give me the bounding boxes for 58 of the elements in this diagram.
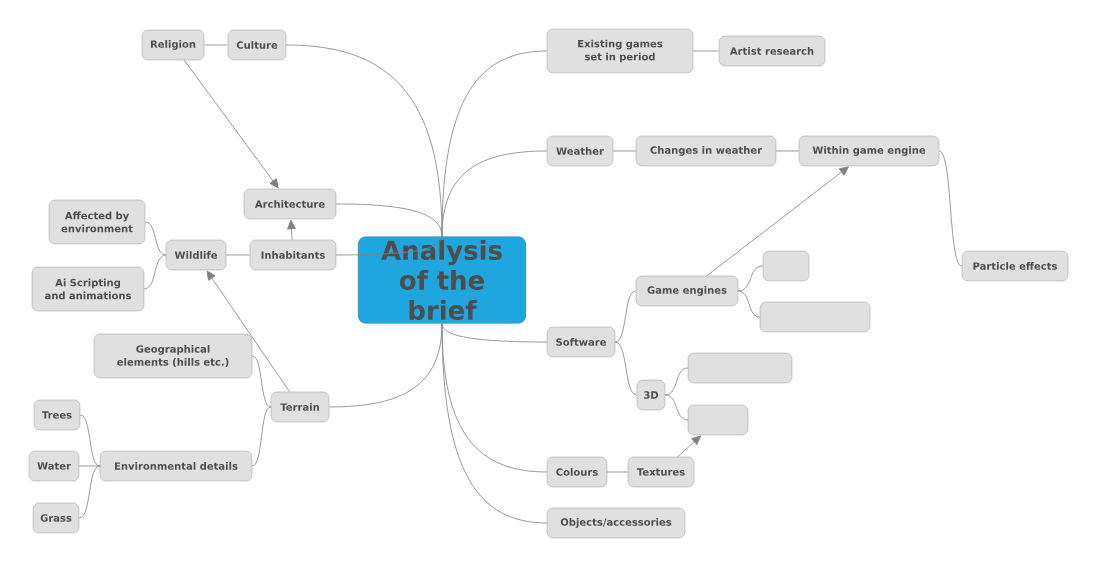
topic-box: Within game engine <box>798 135 940 167</box>
connector-line <box>664 394 689 421</box>
connector-line <box>78 465 101 467</box>
topic-box: Religion <box>141 29 205 61</box>
empty-box <box>762 250 810 282</box>
connector-line <box>335 236 443 256</box>
topic-box: Trees <box>33 399 81 431</box>
arrow <box>706 166 849 277</box>
arrow <box>183 59 279 189</box>
topic-box: Culture <box>227 29 287 61</box>
connector-line <box>737 290 761 318</box>
connector-line <box>79 414 101 467</box>
topic-box: Grass <box>32 502 80 534</box>
connector-line <box>441 150 548 237</box>
topic-box: Colours <box>546 456 608 488</box>
connector-line <box>78 465 101 519</box>
topic-box: Particle effects <box>961 250 1069 282</box>
connector-line <box>606 471 629 473</box>
topic-box: Water <box>28 450 80 482</box>
connector-line <box>775 150 800 152</box>
topic-box: Affected by environment <box>48 199 146 245</box>
arrow <box>287 219 296 241</box>
topic-box: 3D <box>636 379 666 411</box>
central-topic-box: Analysis of the brief <box>357 236 527 324</box>
topic-box: Environmental details <box>99 450 253 482</box>
topic-box: Ai Scripting and animations <box>31 266 145 312</box>
topic-box: Terrain <box>270 391 330 423</box>
topic-box: Existing games set in period <box>546 28 694 74</box>
empty-box <box>687 404 749 436</box>
connector-line <box>251 406 272 467</box>
connector-line <box>225 254 251 256</box>
connector-line <box>203 44 229 46</box>
topic-box: Architecture <box>243 188 337 220</box>
empty-box <box>687 352 793 384</box>
connector-line <box>692 50 720 52</box>
topic-box: Software <box>546 326 616 358</box>
connector-line <box>143 254 167 290</box>
arrow <box>206 270 290 393</box>
topic-box: Changes in weather <box>635 135 777 167</box>
connector-line <box>144 221 167 256</box>
topic-box: Inhabitants <box>249 239 337 271</box>
connector-line <box>612 150 637 152</box>
connector-line <box>737 265 764 292</box>
empty-box <box>759 301 871 333</box>
topic-box: Game engines <box>635 275 739 307</box>
topic-box: Textures <box>627 456 695 488</box>
connector-line <box>614 290 637 343</box>
topic-box: Wildlife <box>165 239 227 271</box>
connector-line <box>251 355 272 408</box>
topic-box: Weather <box>546 135 614 167</box>
connector-line <box>441 323 548 524</box>
connector-line <box>664 367 689 396</box>
connector-line <box>938 150 963 267</box>
topic-box: Objects/accessories <box>546 507 686 539</box>
arrow <box>677 435 702 458</box>
connector-line <box>614 341 638 396</box>
topic-box: Artist research <box>718 35 826 67</box>
topic-box: Geographical elements (hills etc.) <box>93 333 253 379</box>
